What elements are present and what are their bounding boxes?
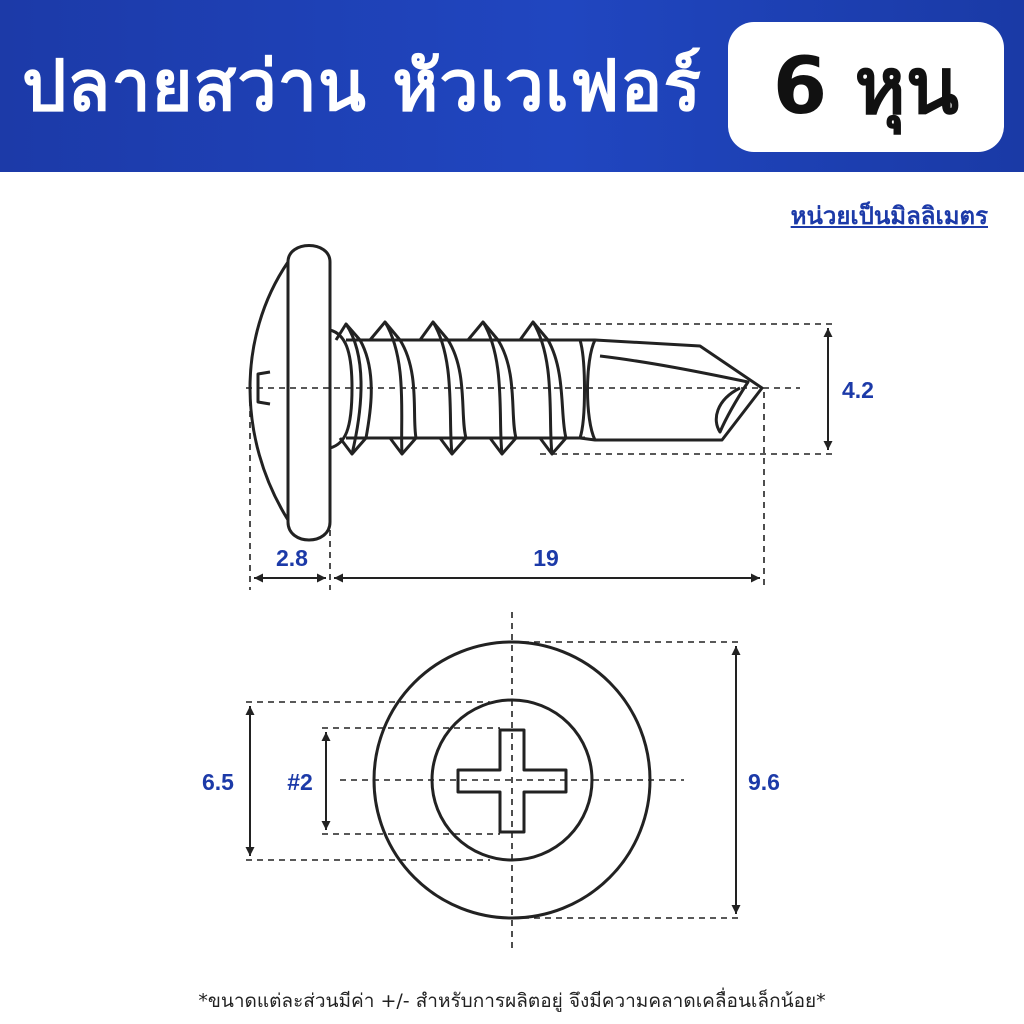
side-view-guides — [246, 323, 832, 590]
unit-note: หน่วยเป็นมิลลิเมตร — [790, 202, 988, 230]
head-dome — [248, 261, 290, 521]
thread-back-flanks — [358, 339, 568, 439]
shank-end — [566, 338, 586, 440]
top-view-dimensions — [245, 646, 741, 914]
thread-crests-top — [334, 320, 550, 341]
length-label: 19 — [533, 545, 559, 571]
page-title: ปลายสว่าน หัวเวเฟอร์ — [22, 45, 703, 127]
size-label: 6 หุน — [772, 42, 960, 132]
washer-flange — [286, 244, 332, 542]
tolerance-footnote: *ขนาดแต่ละส่วนมีค่า +/- สำหรับการผลิตอยู… — [198, 990, 826, 1012]
side-view-dimensions — [254, 328, 833, 583]
thread-diameter-label: 4.2 — [842, 377, 874, 403]
drive-size-label: #2 — [287, 769, 313, 795]
drill-shoulder — [586, 339, 597, 441]
drill-flute — [599, 354, 750, 434]
screw-side-view — [248, 244, 764, 542]
head-diameter-label: 9.6 — [748, 769, 780, 795]
header-banner: ปลายสว่าน หัวเวเฟอร์ 6 หุน — [0, 0, 1024, 172]
thread-flanks — [344, 321, 554, 455]
recess-label: 6.5 — [202, 769, 234, 795]
top-view-guides — [246, 612, 742, 952]
head-thickness-label: 2.8 — [276, 545, 308, 571]
size-badge: 6 หุน — [728, 22, 1004, 152]
neck — [329, 328, 354, 450]
phillips-cross-icon — [456, 728, 568, 834]
